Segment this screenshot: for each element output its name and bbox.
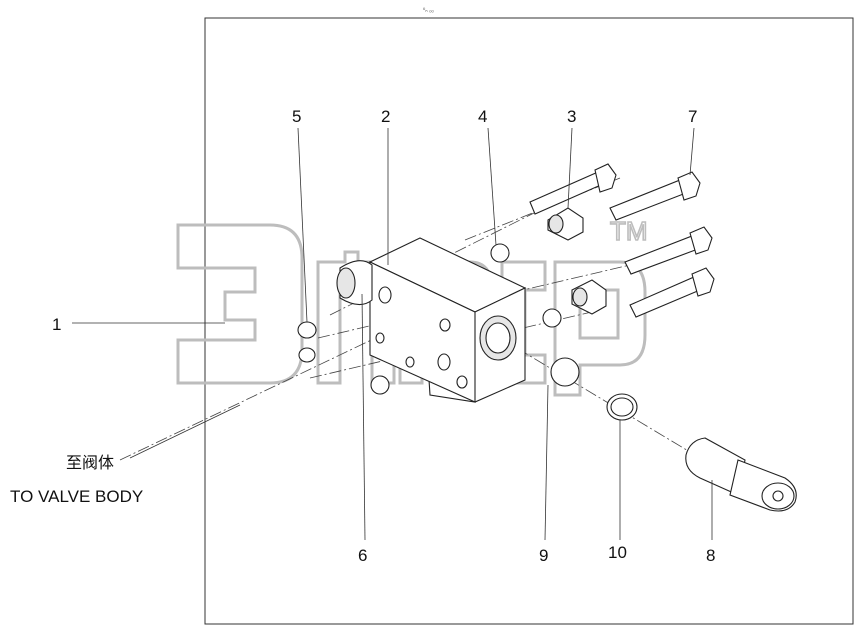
callout-6: 6 bbox=[358, 546, 367, 565]
plug-8 bbox=[685, 437, 797, 512]
top-mark: ºₙ ₒₒ bbox=[423, 7, 435, 14]
annotation-chinese: 至阀体 bbox=[66, 453, 114, 472]
drawing-frame bbox=[204, 17, 854, 625]
callout-1: 1 bbox=[52, 315, 61, 334]
callout-7: 7 bbox=[688, 107, 697, 126]
callout-8: 8 bbox=[706, 546, 715, 565]
watermark-tm: TM bbox=[610, 216, 648, 246]
cap-screw-4 bbox=[629, 267, 715, 318]
callout-5: 5 bbox=[292, 107, 301, 126]
valve-block bbox=[336, 237, 527, 403]
annotation-english: TO VALVE BODY bbox=[10, 487, 143, 506]
cap-screw-1 bbox=[529, 163, 617, 215]
bushing-lower bbox=[571, 279, 607, 315]
orifice-plug-lower bbox=[298, 347, 316, 363]
callout-2: 2 bbox=[381, 107, 390, 126]
bushing-3 bbox=[547, 207, 584, 241]
dowel-pin bbox=[370, 375, 390, 395]
orifice-plug-upper bbox=[297, 321, 317, 339]
callout-4: 4 bbox=[478, 107, 487, 126]
callout-10: 10 bbox=[608, 543, 627, 562]
callout-3: 3 bbox=[567, 107, 576, 126]
cap-screw-3 bbox=[624, 226, 713, 275]
plug-middle bbox=[542, 308, 562, 328]
o-ring-10 bbox=[606, 393, 638, 421]
callout-9: 9 bbox=[539, 546, 548, 565]
plug-4 bbox=[490, 243, 510, 263]
leader-lines bbox=[72, 127, 713, 541]
plug-9 bbox=[550, 357, 580, 387]
cap-screw-2 bbox=[609, 171, 701, 221]
